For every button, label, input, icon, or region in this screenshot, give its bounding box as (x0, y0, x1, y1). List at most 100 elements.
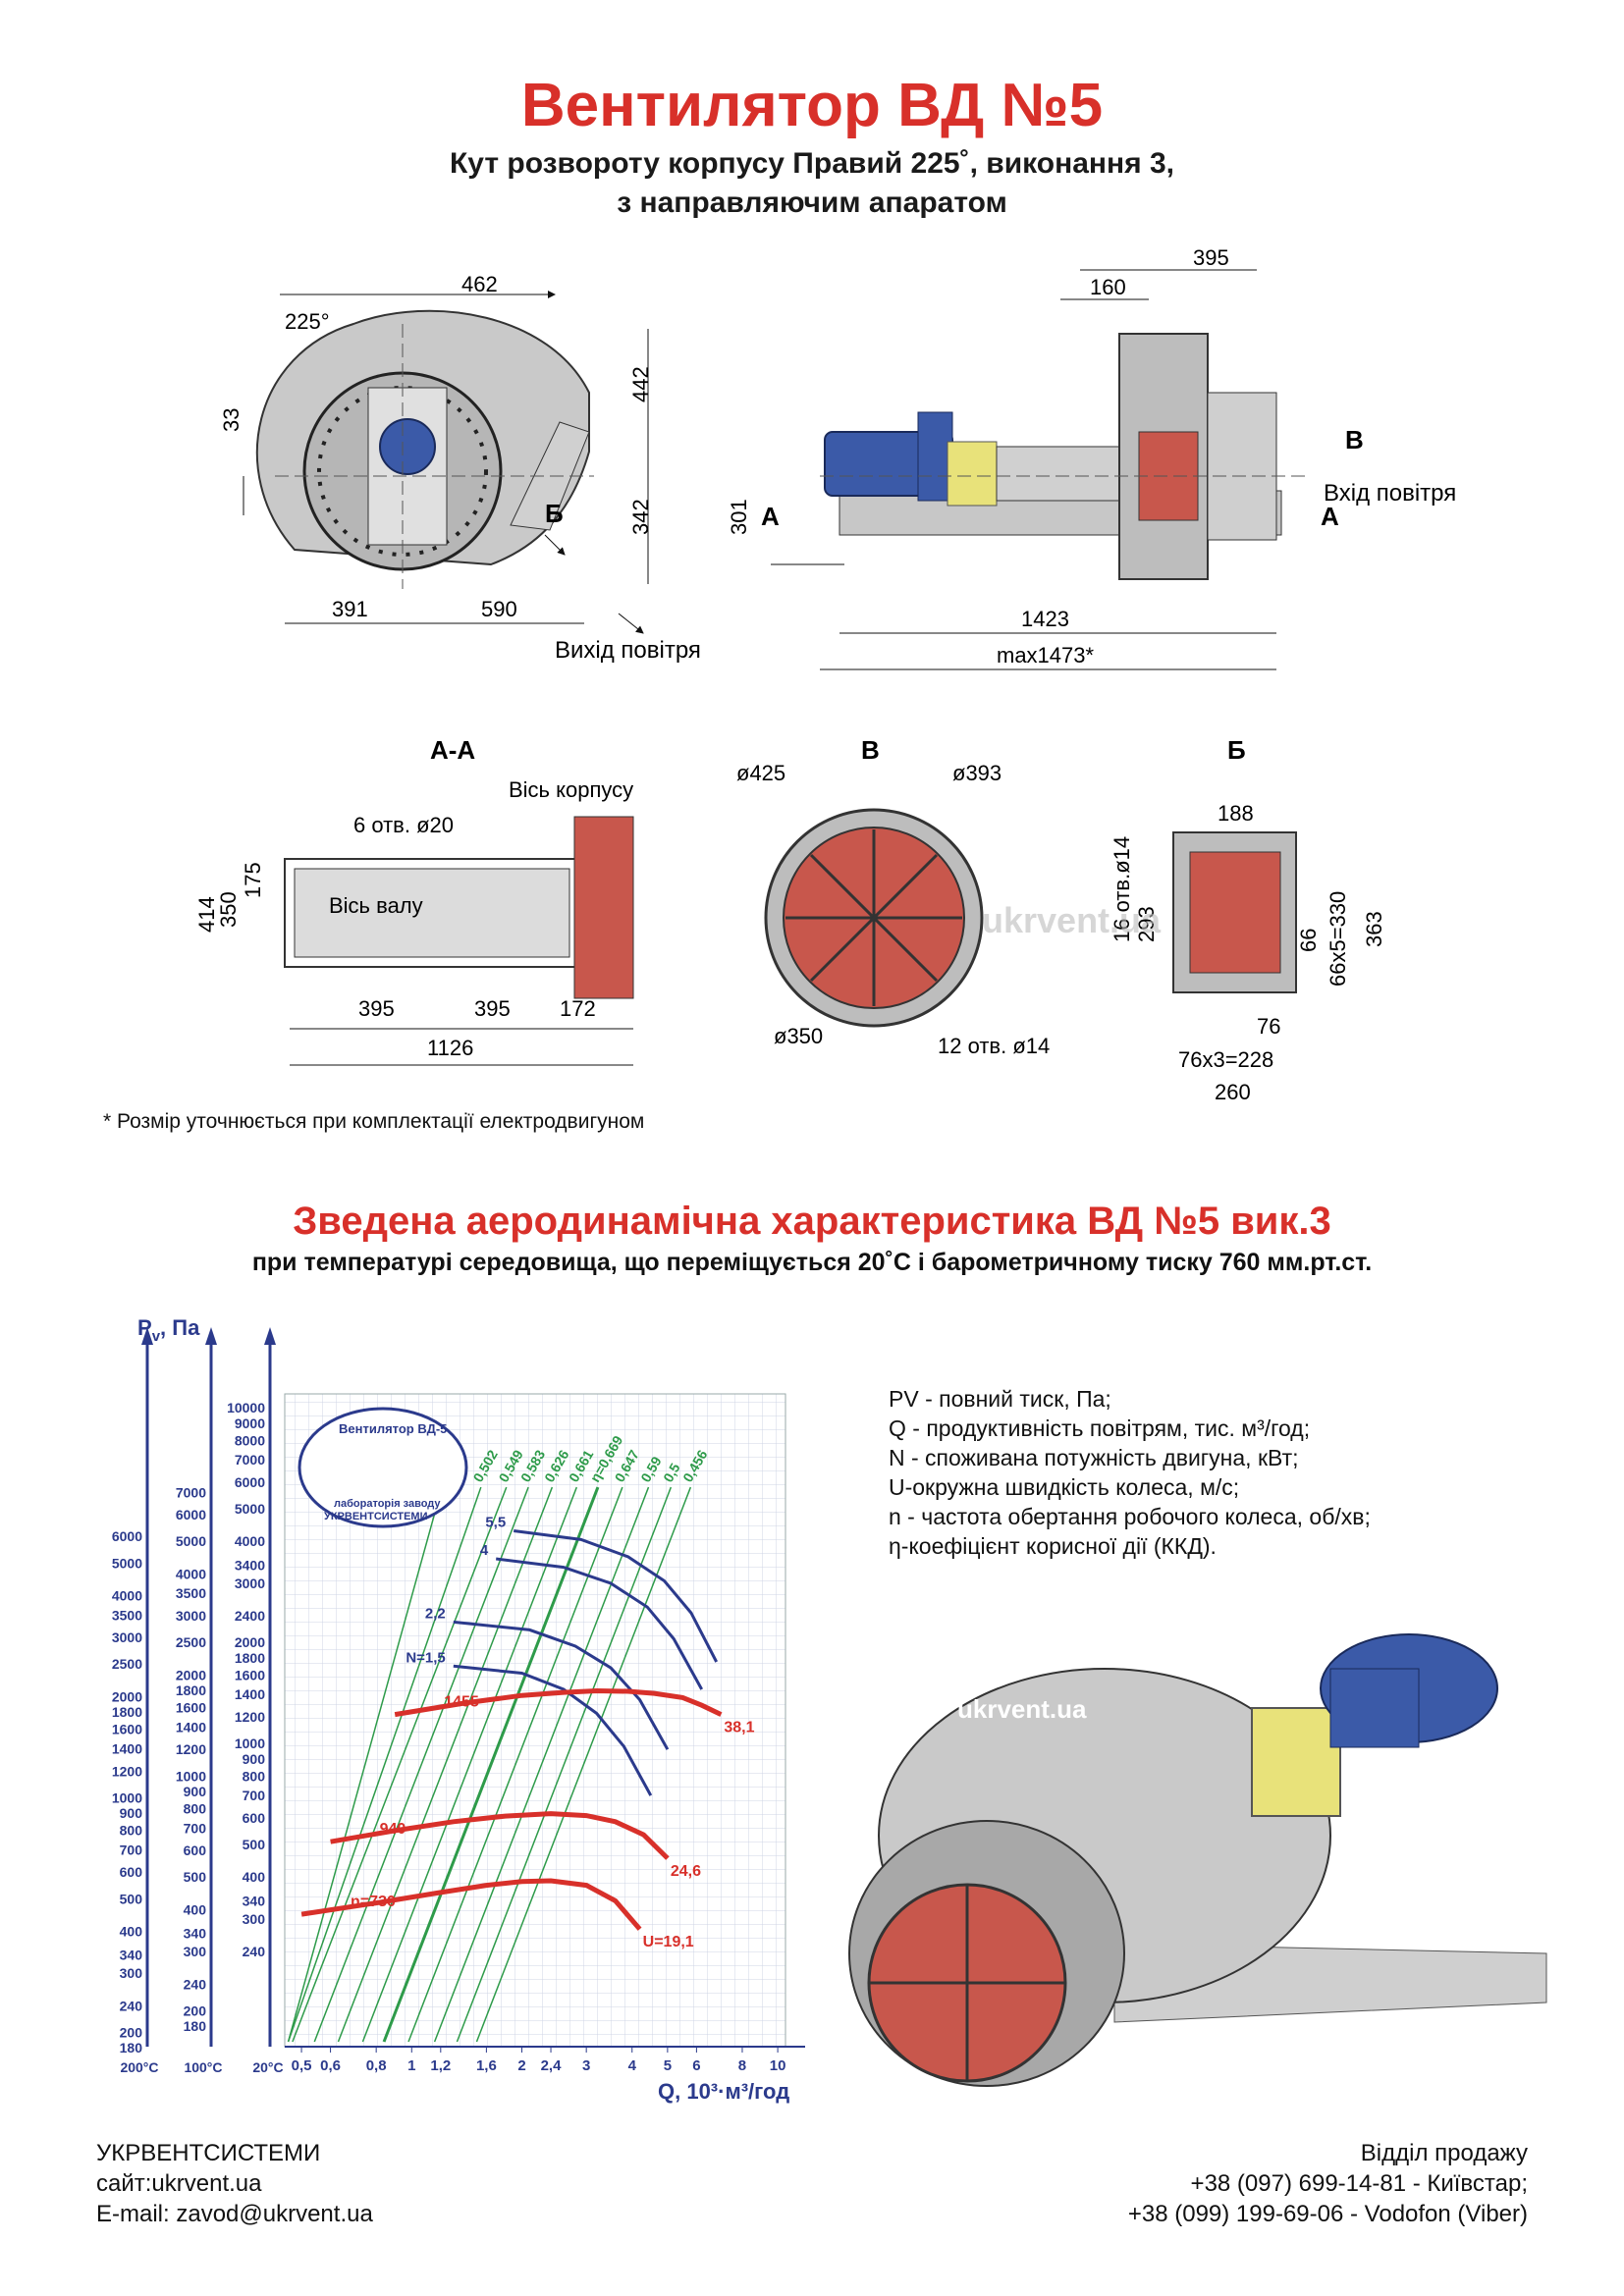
y-tick-label: 900 (184, 1784, 207, 1799)
y-tick-label: 1600 (112, 1722, 142, 1737)
dim-d350: ø350 (774, 1024, 823, 1048)
x-tick-label: 0,5 (292, 2057, 312, 2074)
y-tick-label: 1000 (235, 1735, 265, 1751)
x-tick-label: 2,4 (541, 2057, 563, 2074)
efficiency-line (407, 1486, 623, 2043)
y-tick-label: 200 (120, 2024, 143, 2040)
y-tick-label: 800 (184, 1800, 207, 1816)
holes-v-label: 12 отв. ø14 (938, 1034, 1050, 1058)
x-tick-label: 6 (692, 2057, 700, 2074)
pressure-curve (394, 1687, 723, 1718)
y-axis-label: Pv, Па (137, 1315, 200, 1345)
y-tick-label: 600 (120, 1864, 143, 1880)
x-tick-label: 1,2 (430, 2057, 451, 2074)
power-curve (453, 1620, 670, 1750)
legend-line: PV - повний тиск, Па; (889, 1386, 1111, 1412)
y-tick-label: 5000 (112, 1555, 142, 1571)
y-tick-label: 7000 (176, 1484, 206, 1500)
legend-line: Q - продуктивність повітрям, тис. м³/год… (889, 1415, 1311, 1441)
x-axis-label: Q, 10³·м³/год (658, 2079, 789, 2104)
chart-legend: PV - повний тиск, Па; Q - продуктивність… (889, 1384, 1371, 1561)
pressure-curve-label: n=730 (351, 1894, 396, 1910)
y-tick-label: 180 (184, 2018, 207, 2034)
dim-395-b: 395 (474, 996, 511, 1021)
label-a-left: А (761, 502, 780, 531)
dim-342: 342 (628, 499, 653, 535)
y-tick-label: 240 (120, 1998, 143, 2013)
dim-175: 175 (241, 862, 265, 898)
efficiency-line (456, 1486, 673, 2043)
svg-text:УКРВЕНТСИСТЕМИ: УКРВЕНТСИСТЕМИ (324, 1511, 428, 1522)
efficiency-line (287, 1486, 482, 2043)
dim-391: 391 (332, 597, 368, 621)
axis-shaft-label: Вісь валу (329, 893, 423, 918)
section-v-title: В (861, 735, 880, 765)
power-curve (514, 1529, 719, 1663)
svg-text:Вентилятор ВД-5: Вентилятор ВД-5 (339, 1421, 447, 1436)
x-tick-label: 3 (582, 2057, 590, 2074)
y-tick-label: 900 (120, 1805, 143, 1821)
y-axis-arrow (205, 1327, 217, 1345)
efficiency-line (433, 1486, 650, 2043)
y-tick-label: 3000 (176, 1608, 206, 1624)
power-curve (453, 1664, 653, 1796)
y-tick-label: 500 (243, 1837, 266, 1852)
chart-stamp: Вентилятор ВД-5 лабораторія заводу УКРВЕ… (298, 1407, 468, 1528)
y-tick-label: 1800 (176, 1682, 206, 1698)
watermark-text: ukrvent.ua (982, 900, 1162, 940)
x-tick-label: 0,8 (366, 2057, 387, 2074)
y-tick-label: 1000 (176, 1768, 206, 1784)
footer-right: Відділ продажу +38 (097) 699-14-81 - Киї… (1128, 2138, 1528, 2229)
y-tick-label: 4000 (176, 1566, 206, 1581)
y-tick-label: 3000 (112, 1629, 142, 1645)
y-tick-label: 1800 (235, 1650, 265, 1666)
y-tick-label: 6000 (235, 1474, 265, 1490)
y-tick-label: 10000 (227, 1400, 265, 1415)
footer-phone-2: +38 (099) 199-69-06 - Vodofon (Viber) (1127, 2201, 1528, 2227)
y-tick-label: 700 (184, 1820, 207, 1836)
y-tick-label: 1600 (235, 1667, 265, 1682)
dim-172: 172 (560, 996, 596, 1021)
dim-301: 301 (727, 499, 751, 535)
power-curve (496, 1557, 704, 1690)
pressure-curve-end-label: U=19,1 (643, 1934, 694, 1950)
y-tick-label: 1600 (176, 1699, 206, 1715)
dim-33: 33 (219, 408, 244, 432)
front-view-drawing: 462 225° 442 342 33 391 590 Б Вихід пові… (219, 272, 701, 664)
y-tick-label: 5000 (176, 1533, 206, 1549)
dim-188: 188 (1218, 801, 1254, 826)
label-v: В (1345, 425, 1364, 454)
dim-76x3: 76x3=228 (1178, 1047, 1273, 1072)
dim-350: 350 (216, 891, 241, 928)
aerodynamic-chart: 6000500040003500300025002000180016001400… (112, 1315, 805, 2104)
y-tick-label: 1200 (112, 1763, 142, 1779)
y-tick-label: 800 (120, 1822, 143, 1838)
dim-260: 260 (1215, 1080, 1251, 1104)
y-tick-label: 8000 (235, 1432, 265, 1448)
side-view-drawing: 395 160 301 1423 max1473* А А В Вхід пов… (727, 245, 1456, 670)
y-tick-label: 2000 (176, 1667, 206, 1682)
pressure-curve-label: 940 (380, 1821, 406, 1838)
x-tick-label: 10 (770, 2057, 786, 2074)
dim-395-a: 395 (358, 996, 395, 1021)
dim-590: 590 (481, 597, 517, 621)
x-tick-label: 1 (407, 2057, 415, 2074)
y-tick-label: 400 (120, 1923, 143, 1939)
pressure-curve-label: 1455 (444, 1694, 479, 1711)
y-tick-label: 200 (184, 2002, 207, 2018)
efficiency-line (313, 1486, 529, 2043)
x-tick-label: 5 (664, 2057, 672, 2074)
y-tick-label: 2500 (176, 1634, 206, 1650)
y-tick-label: 900 (243, 1751, 266, 1767)
holes-b-label: 16 отв.ø14 (1110, 836, 1134, 942)
dim-395-side: 395 (1193, 245, 1229, 270)
y-tick-label: 1400 (235, 1686, 265, 1702)
footer-phone-1: +38 (097) 699-14-81 - Київстар; (1190, 2170, 1528, 2197)
y-tick-label: 1200 (176, 1741, 206, 1757)
efficiency-line (361, 1486, 578, 2043)
y-tick-label: 240 (184, 1976, 207, 1992)
y-tick-label: 1800 (112, 1704, 142, 1720)
y-tick-label: 700 (243, 1788, 266, 1803)
y-tick-label: 500 (184, 1869, 207, 1885)
pressure-curve (300, 1878, 642, 1931)
